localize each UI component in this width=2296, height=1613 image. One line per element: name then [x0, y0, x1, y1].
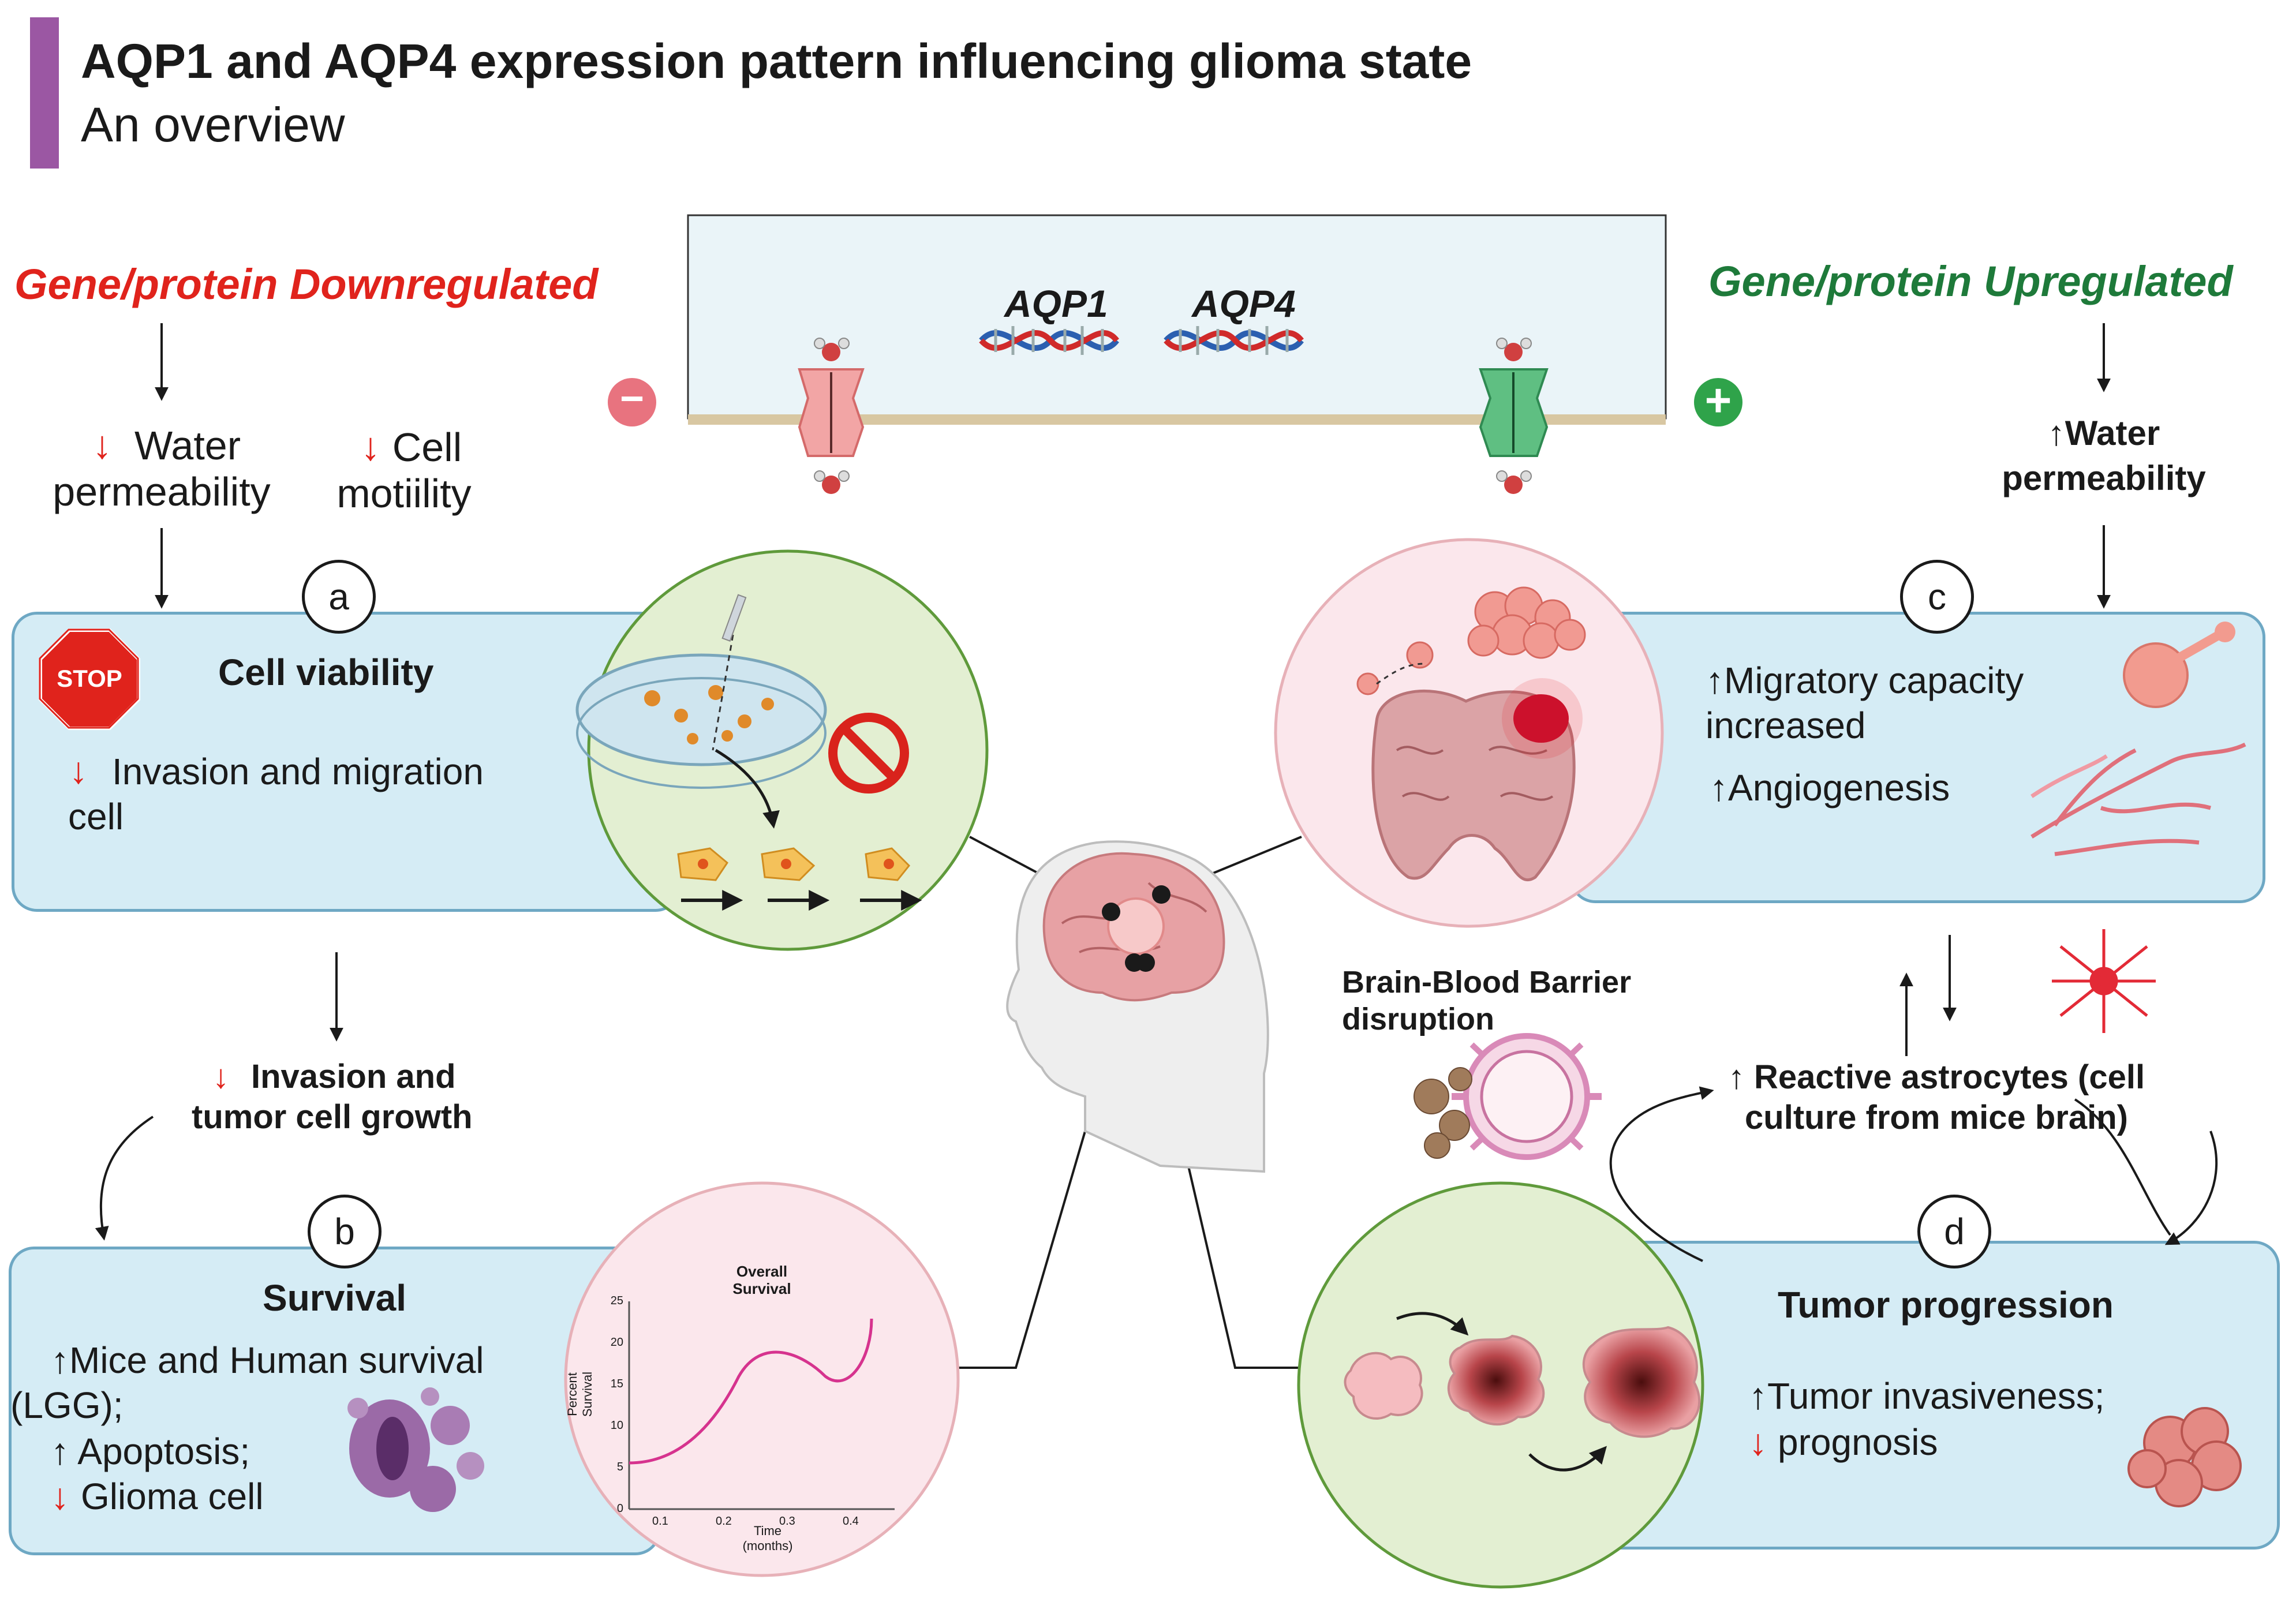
invasion-growth-line2: tumor cell growth [192, 1098, 473, 1136]
chart-y-tick: 20 [610, 1336, 623, 1349]
chart-y-tick: 25 [610, 1294, 623, 1307]
arrow-curve-to-d [2164, 1131, 2218, 1245]
upregulated-heading: Gene/protein Upregulated [1708, 257, 2233, 305]
dna-icon-aqp4 [1164, 326, 1304, 355]
survival-title: Survival [263, 1277, 407, 1319]
chart-x-tick: 0.2 [716, 1515, 732, 1528]
glioma-cell-label: Glioma cell [81, 1476, 264, 1517]
survival-chart-circle [564, 1181, 960, 1577]
tumor-cluster-icon [2127, 1407, 2242, 1507]
invasion-growth-arrow: ↓ [212, 1058, 229, 1095]
cell-culture-circle [575, 549, 989, 951]
chart-y-tick: 10 [610, 1419, 623, 1432]
reactive-astrocytes-text: ↑ Reactive astrocytes (cell culture from… [1727, 1058, 2145, 1136]
brain-tumor-circle [1274, 538, 1664, 928]
water-permeability-up-label: ↑Water permeability [2002, 414, 2206, 497]
page-subtitle: An overview [81, 98, 345, 152]
angiogenesis-text: ↑Angiogenesis [1710, 767, 1950, 809]
arrow-curve-to-astro [1609, 1086, 1714, 1262]
minus-symbol: − [619, 376, 645, 422]
stop-sign-label: STOP [57, 665, 122, 692]
invasion-down-arrow: ↓ [69, 750, 88, 791]
chart-x-tick: 0.3 [779, 1515, 795, 1528]
panel-a-badge: a [302, 560, 376, 634]
migratory-capacity-text: ↑Migratory capacity increased [1706, 660, 2024, 746]
page-title: AQP1 and AQP4 expression pattern influen… [81, 34, 1472, 88]
prognosis-text: prognosis [1778, 1421, 1938, 1463]
tumor-progression-circle [1297, 1181, 1704, 1589]
chart-y-tick: 15 [610, 1378, 623, 1390]
dna-icon-aqp1 [979, 326, 1119, 355]
head-brain-illustration [1006, 840, 1269, 1173]
chart-y-tick: 5 [616, 1461, 623, 1473]
connector-dot-d [1136, 953, 1155, 972]
panel-d-badge: d [1917, 1195, 1991, 1268]
chart-x-tick: 0.1 [652, 1515, 668, 1528]
chart-x-label: Time (months) [742, 1524, 793, 1553]
invasion-migration-text: Invasion and migration cell [68, 751, 484, 837]
cell-down-arrow: ↓ [361, 425, 380, 469]
glioma-cells-icon [347, 1387, 484, 1512]
plus-circle-icon [1694, 378, 1742, 426]
downregulated-heading: Gene/protein Downregulated [14, 260, 599, 308]
prognosis-down-arrow: ↓ [1749, 1421, 1767, 1463]
blood-brain-barrier-icon [1414, 1033, 1602, 1160]
bbb-label: Brain-Blood Barrier disruption [1342, 965, 1632, 1036]
plus-symbol: + [1704, 375, 1732, 426]
invasion-growth-line1: Invasion and [251, 1058, 456, 1095]
cell-viability-title: Cell viability [218, 652, 434, 693]
stop-sign-icon [39, 628, 140, 730]
chart-title: Overall Survival [732, 1263, 791, 1297]
survival-line2: ↑ Apoptosis; [51, 1431, 250, 1472]
migrating-cell-icon [2123, 622, 2235, 708]
survival-line1: ↑Mice and Human survival (LGG); [10, 1339, 484, 1426]
tumor-invasiveness-text: ↑Tumor invasiveness; [1749, 1375, 2105, 1417]
connector-dot-c [1152, 885, 1171, 904]
connector-dot-a [1102, 903, 1120, 921]
water-permeability-down-label: Water permeability [53, 423, 271, 514]
chart-y-label: Percent Survival [565, 1371, 594, 1417]
aquaporin-channel-green-icon [1479, 338, 1549, 494]
chart-x-tick: 0.4 [843, 1515, 859, 1528]
arrow-curve-to-d-a [2074, 1098, 2171, 1236]
header-accent-bar [30, 17, 59, 169]
water-down-arrow: ↓ [92, 423, 112, 467]
tumor-progression-title: Tumor progression [1778, 1284, 2114, 1326]
astrocyte-icon [2052, 929, 2156, 1033]
panel-c-badge: c [1900, 560, 1974, 634]
minus-circle-icon [608, 378, 656, 426]
panel-b-badge: b [308, 1195, 382, 1268]
survival-curve [629, 1318, 873, 1465]
aquaporin-channel-red-icon [798, 338, 865, 494]
gene-aqp4-label: AQP4 [1192, 282, 1296, 325]
arrow-curve-to-survival [95, 1116, 154, 1241]
blood-vessels-icon [2030, 742, 2246, 856]
gene-aqp1-label: AQP1 [1004, 282, 1108, 325]
chart-y-tick: 0 [616, 1502, 623, 1515]
cell-motility-down-label: Cell motiility [336, 425, 472, 516]
glioma-down-arrow: ↓ [51, 1476, 69, 1517]
survival-chart [628, 1301, 895, 1510]
